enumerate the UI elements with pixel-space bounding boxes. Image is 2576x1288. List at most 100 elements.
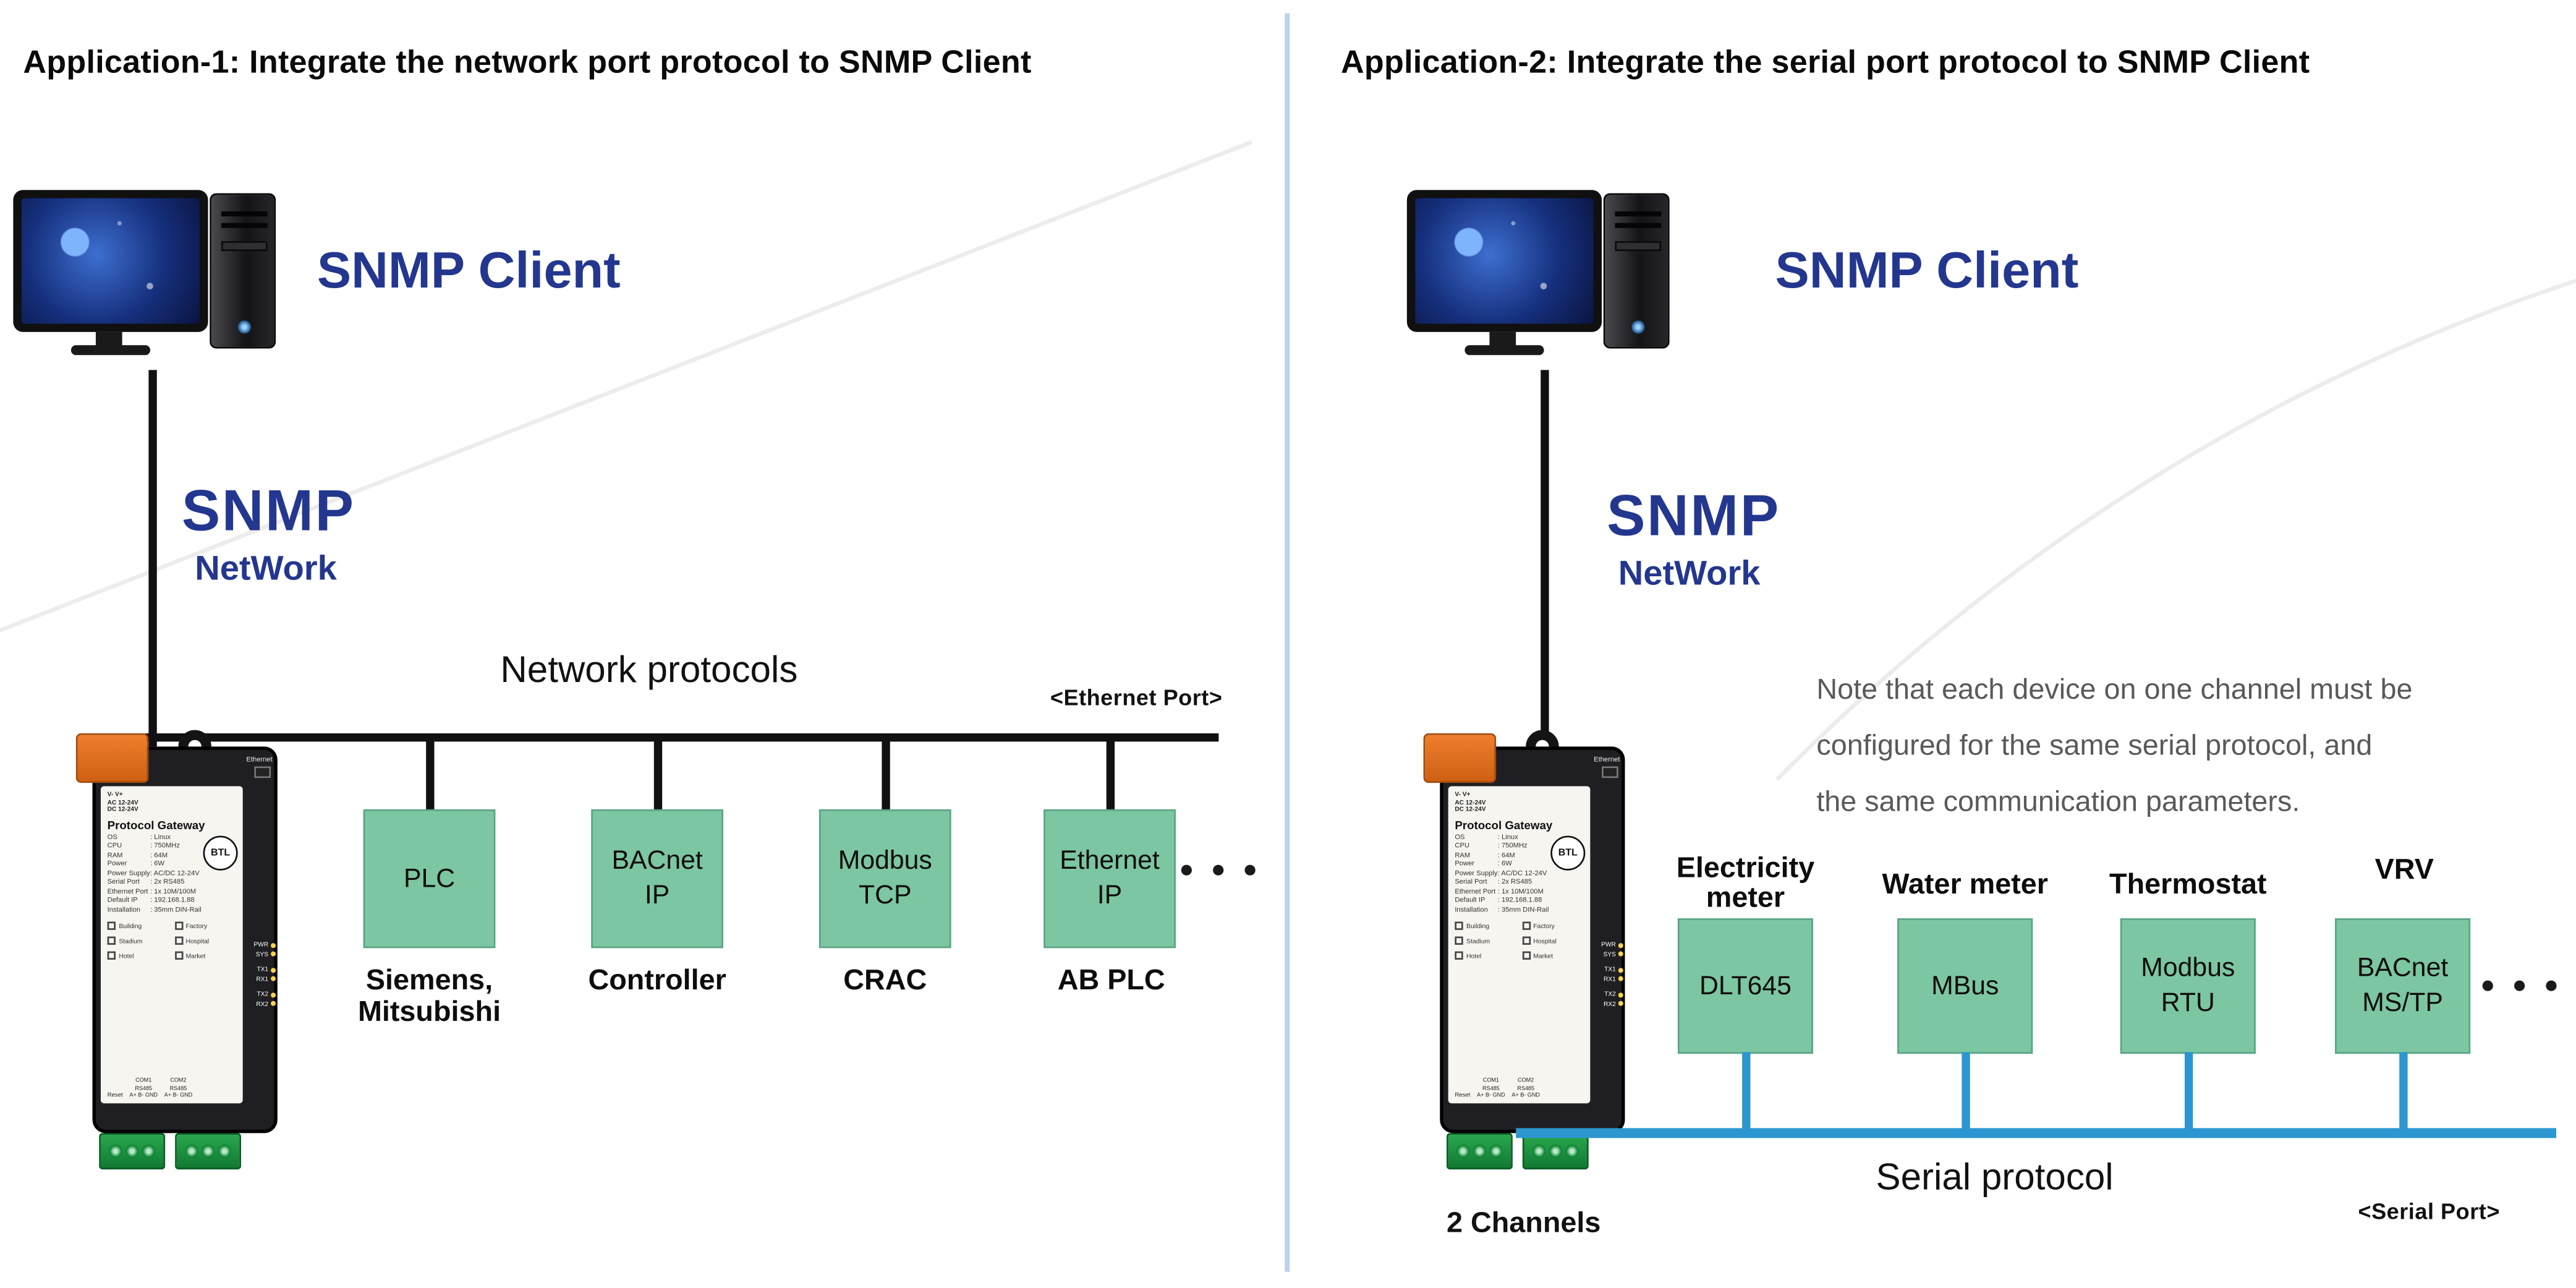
- led-dot-icon: [271, 951, 276, 957]
- gateway-front-panel: V- V+ AC 12-24V DC 12-24V Protocol Gatew…: [100, 786, 243, 1104]
- venue-item: Stadium: [1455, 937, 1518, 945]
- venue-item: Stadium: [107, 937, 171, 945]
- venue-item: Building: [107, 922, 171, 931]
- led-label: TX2: [1604, 991, 1616, 998]
- network-protocols-label: Network protocols: [500, 649, 798, 691]
- terminal-screw-icon: [1565, 1145, 1579, 1158]
- power-button-icon: [1631, 320, 1645, 334]
- power-terminal-label: V- V+ AC 12-24V DC 12-24V: [1455, 791, 1486, 813]
- venue-label: Market: [185, 952, 206, 960]
- rj45-port-icon: [1602, 766, 1618, 777]
- computer-monitor: [1406, 190, 1602, 332]
- led-indicator: SYS: [243, 950, 276, 957]
- power-button-icon: [237, 320, 252, 334]
- venue-item: Hospital: [174, 937, 238, 945]
- led-label: TX1: [1604, 966, 1616, 973]
- device-box-label: Modbus RTU: [2141, 954, 2235, 1018]
- gateway-title: Protocol Gateway: [107, 821, 205, 832]
- computer-tower: [1603, 193, 1670, 349]
- terminal-screw-icon: [1473, 1145, 1487, 1158]
- led-indicator: PWR: [1590, 942, 1623, 948]
- protocol-gateway-device: Ethernet V- V+ AC 12-24V DC 12-24V Proto…: [1420, 730, 1641, 1176]
- spec-value: : 6W: [150, 859, 165, 868]
- spec-row: CPU: 750MHz: [1455, 841, 1585, 850]
- com1-terminal-block: [1446, 1133, 1513, 1170]
- device-box-dlt645: DLT645: [1677, 918, 1813, 1054]
- led-indicators: PWR SYS TX1 RX1 TX2 RX2: [243, 942, 276, 1007]
- venue-item: Hospital: [1521, 937, 1586, 945]
- terminal-screw-icon: [1434, 751, 1449, 766]
- desktop-computer: [13, 187, 302, 360]
- terminal-screw-icon: [105, 751, 120, 766]
- led-label: SYS: [1603, 950, 1616, 957]
- spec-row: Default IP: 192.168.1.88: [108, 896, 238, 905]
- terminal-screw-icon: [87, 751, 101, 766]
- device-box-ethernet-ip: Ethernet IP: [1044, 809, 1176, 949]
- com1-pins: A+ B- GND: [129, 1091, 158, 1098]
- power-terminal-block: [75, 733, 149, 783]
- device-box-label: BACnet MS/TP: [2357, 954, 2449, 1018]
- gateway-front-panel: V- V+ AC 12-24V DC 12-24V Protocol Gatew…: [1448, 786, 1591, 1104]
- monitor-screen: [21, 198, 200, 324]
- market-icon: [1521, 952, 1530, 960]
- building-icon: [1455, 922, 1463, 931]
- terminal-screw-icon: [1549, 1145, 1562, 1158]
- device-caption: Siemens, Mitsubishi: [357, 963, 501, 1028]
- led-label: PWR: [253, 941, 269, 949]
- led-indicator: RX2: [1590, 1000, 1623, 1007]
- power-terminal-label: V- V+ AC 12-24V DC 12-24V: [107, 791, 138, 813]
- hotel-icon: [1455, 952, 1463, 960]
- spec-row: Power Supply: AC/DC 12-24V: [108, 868, 238, 877]
- snmp-network-line: [1541, 370, 1549, 754]
- led-indicator: RX1: [243, 975, 276, 982]
- hotel-icon: [107, 952, 116, 960]
- spec-row: RAM: 64M: [1455, 850, 1585, 859]
- tower-drive-bay: [221, 241, 268, 252]
- com1-terminal-block: [99, 1133, 166, 1170]
- tower-slot: [1615, 211, 1662, 216]
- snmp-network-line: [148, 370, 157, 747]
- led-indicator: SYS: [1590, 950, 1623, 957]
- venue-label: Market: [1533, 952, 1553, 960]
- venue-label: Stadium: [1466, 937, 1490, 945]
- device-type-label: Electricity meter: [1676, 850, 1815, 914]
- com1-pins: A+ B- GND: [1477, 1091, 1505, 1098]
- terminal-screw-icon: [1452, 751, 1467, 766]
- spec-row: Power: 6W: [1455, 859, 1585, 869]
- device-box-label: Ethernet IP: [1060, 847, 1160, 910]
- led-indicator: TX2: [1590, 991, 1623, 998]
- spec-key: Serial Port: [107, 877, 140, 886]
- device-box-label: BACnet IP: [611, 847, 703, 910]
- app2-title: Application-2: Integrate the serial port…: [1341, 45, 2310, 81]
- channels-label: 2 Channels: [1446, 1205, 1601, 1239]
- monitor-base: [70, 345, 151, 356]
- com2-pins: A+ B- GND: [1511, 1091, 1540, 1098]
- tower-slot: [221, 211, 268, 216]
- terminal-screw-icon: [1489, 1145, 1503, 1158]
- led-label: RX2: [256, 1000, 269, 1007]
- ethernet-port: Ethernet: [246, 755, 273, 777]
- device-caption: CRAC: [843, 963, 927, 996]
- led-dot-icon: [1618, 1000, 1623, 1006]
- spec-value: : 192.168.1.88: [1497, 895, 1542, 904]
- bus-drop-line: [881, 738, 890, 813]
- terminal-screw-icon: [201, 1145, 215, 1158]
- venue-label: Building: [1466, 922, 1490, 931]
- snmp-network-subtitle: NetWork: [1618, 555, 1761, 593]
- terminal-screw-icon: [1456, 1145, 1470, 1158]
- terminal-screw-icon: [185, 1145, 198, 1158]
- led-dot-icon: [1618, 966, 1623, 973]
- reset-label: Reset: [1455, 1091, 1471, 1099]
- terminal-screw-icon: [1532, 1145, 1546, 1158]
- com1-name: COM1 RS485: [135, 1077, 153, 1091]
- reset-label: Reset: [107, 1091, 123, 1099]
- serial-protocol-label: Serial protocol: [1876, 1156, 2114, 1198]
- com1-name: COM1 RS485: [1482, 1077, 1500, 1091]
- venue-label: Hotel: [119, 952, 134, 960]
- spec-key: CPU: [107, 841, 122, 850]
- device-box-label: Modbus TCP: [838, 847, 932, 910]
